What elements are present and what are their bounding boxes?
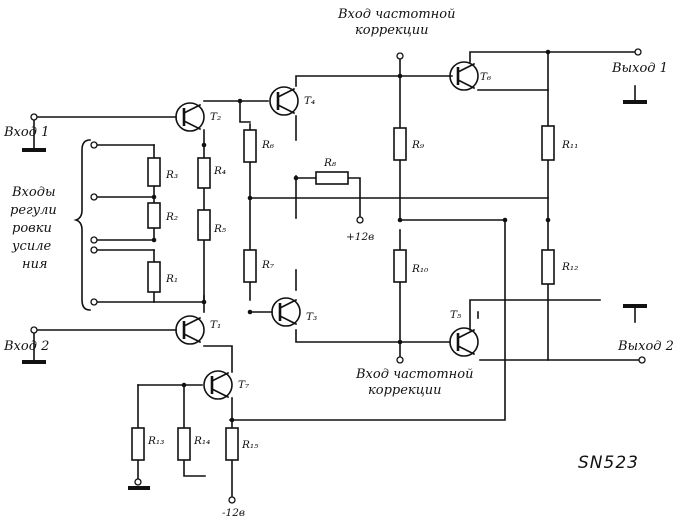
input-2-label: Вход 2 bbox=[3, 339, 49, 354]
resistor-r11 bbox=[541, 125, 555, 161]
transistor-t2 bbox=[175, 102, 205, 132]
r13-label: R₁₃ bbox=[147, 435, 164, 447]
wires bbox=[33, 51, 641, 499]
r2-label: R₂ bbox=[165, 211, 178, 223]
r8-label: R₈ bbox=[323, 157, 337, 169]
r9-label: R₉ bbox=[411, 139, 425, 151]
t7-label: T₇ bbox=[238, 379, 250, 391]
r10-label: R₁₀ bbox=[411, 263, 429, 275]
resistor-r4 bbox=[197, 157, 211, 189]
gain-inputs-label-5: ния bbox=[22, 257, 48, 272]
resistor-r7 bbox=[243, 249, 257, 283]
resistor-r14 bbox=[177, 427, 191, 461]
transistor-t3 bbox=[271, 297, 301, 327]
transistor-t4 bbox=[269, 86, 299, 116]
resistor-r9 bbox=[393, 127, 407, 161]
r3-label: R₃ bbox=[165, 169, 178, 181]
r12-label: R₁₂ bbox=[561, 261, 578, 273]
gain-inputs-label-1: Входы bbox=[11, 185, 56, 200]
freq-input-bottom-label-2: коррекции bbox=[368, 383, 442, 398]
r4-label: R₄ bbox=[213, 165, 226, 177]
ground-symbols bbox=[22, 100, 647, 490]
resistor-r8 bbox=[315, 171, 349, 185]
freq-input-top-label-2: коррекции bbox=[355, 23, 429, 38]
input-1-label: Вход 1 bbox=[3, 125, 49, 140]
plus-supply-label: +12в bbox=[346, 231, 374, 243]
transistor-t6 bbox=[449, 61, 479, 91]
r6-label: R₆ bbox=[261, 139, 275, 151]
resistor-r10 bbox=[393, 249, 407, 283]
gain-input-brace bbox=[73, 139, 91, 311]
transistor-t1 bbox=[175, 315, 205, 345]
freq-input-top-label-1: Вход частотной bbox=[337, 7, 455, 22]
resistor-r5 bbox=[197, 209, 211, 241]
r11-label: R₁₁ bbox=[561, 139, 578, 151]
terminals bbox=[30, 48, 646, 504]
transistor-t7 bbox=[203, 370, 233, 400]
resistor-r2 bbox=[147, 202, 161, 229]
t1-label: T₁ bbox=[210, 319, 221, 331]
minus-supply-label: -12в bbox=[222, 507, 245, 519]
gain-inputs-label-2: регули bbox=[10, 203, 57, 218]
resistor-r3 bbox=[147, 157, 161, 187]
t5-label: T₅ bbox=[450, 309, 462, 321]
r1-label: R₁ bbox=[165, 273, 178, 285]
r7-label: R₇ bbox=[261, 259, 275, 271]
t6-label: T₆ bbox=[480, 71, 492, 83]
output-2-label: Выход 2 bbox=[617, 339, 674, 354]
resistor-r1 bbox=[147, 261, 161, 293]
gain-inputs-label-3: ровки bbox=[12, 221, 52, 236]
resistor-r12 bbox=[541, 249, 555, 285]
junction-dots bbox=[151, 49, 551, 423]
t4-label: T₄ bbox=[304, 95, 315, 107]
part-code-label: SN523 bbox=[578, 453, 639, 473]
gain-inputs-label-4: усиле bbox=[11, 239, 51, 254]
resistor-r6 bbox=[243, 129, 257, 163]
r15-label: R₁₅ bbox=[241, 439, 259, 451]
transistor-t5 bbox=[449, 327, 479, 357]
t2-label: T₂ bbox=[210, 111, 221, 123]
r14-label: R₁₄ bbox=[193, 435, 210, 447]
resistor-r13 bbox=[131, 427, 145, 461]
r5-label: R₅ bbox=[213, 223, 227, 235]
t3-label: T₃ bbox=[306, 311, 317, 323]
freq-input-bottom-label-1: Вход частотной bbox=[355, 367, 473, 382]
output-1-label: Выход 1 bbox=[611, 61, 668, 76]
resistor-r15 bbox=[225, 427, 239, 461]
